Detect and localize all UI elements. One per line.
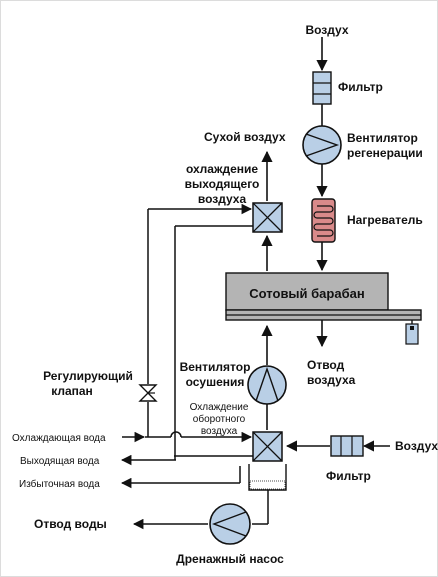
label-cooling-return-1: Охлаждение [190, 402, 249, 413]
label-valve-2: клапан [51, 384, 93, 398]
drain-pump-icon [209, 503, 251, 545]
label-exhaust-1: Отвод [307, 358, 345, 372]
label-dry-fan-2: осушения [186, 375, 245, 389]
label-cooling-return-2: оборотного [193, 413, 246, 425]
honeycomb-drum [225, 272, 422, 324]
filter-bottom [330, 435, 364, 457]
label-regen-fan-1: Вентилятор [347, 131, 418, 145]
label-drain-pump: Дренажный насос [176, 552, 284, 566]
motor-icon [405, 323, 419, 345]
label-drum: Сотовый барабан [249, 286, 364, 301]
regeneration-fan-icon [302, 125, 342, 165]
label-cooling-out-3: воздуха [198, 192, 247, 206]
condensate-tray [248, 464, 287, 491]
label-air-top: Воздух [305, 23, 348, 37]
label-filter-top: Фильтр [338, 80, 383, 94]
dehumidifier-fan-icon [247, 365, 287, 405]
label-regen-fan-2: регенерации [347, 146, 423, 160]
label-water-drain: Отвод воды [34, 517, 107, 531]
label-heater: Нагреватель [347, 213, 423, 227]
labels: Воздух Фильтр Вентилятор регенерации Сух… [12, 23, 438, 566]
label-cooling-out-1: охлаждение [186, 162, 258, 176]
filter-top [312, 71, 332, 105]
label-cooling-water: Охлаждающая вода [12, 433, 106, 444]
label-cooling-return-3: воздуха [201, 426, 238, 437]
heat-exchanger-top-icon [252, 202, 283, 233]
label-air-right: Воздух [395, 439, 438, 453]
label-outgoing-water: Выходящая вода [20, 456, 100, 467]
label-cooling-out-2: выходящего [185, 177, 260, 191]
label-filter-bottom: Фильтр [326, 469, 371, 483]
label-valve-1: Регулирующий [43, 369, 133, 383]
heat-exchanger-bottom-icon [252, 431, 283, 462]
regulating-valve-icon [138, 384, 158, 402]
label-exhaust-2: воздуха [307, 373, 356, 387]
process-airflow [261, 150, 390, 452]
label-excess-water: Избыточная вода [19, 478, 100, 490]
heater-coil-icon [311, 198, 336, 243]
label-dry-fan-1: Вентилятор [180, 360, 251, 374]
label-dry-air: Сухой воздух [204, 130, 286, 144]
water-pipes [120, 203, 269, 530]
